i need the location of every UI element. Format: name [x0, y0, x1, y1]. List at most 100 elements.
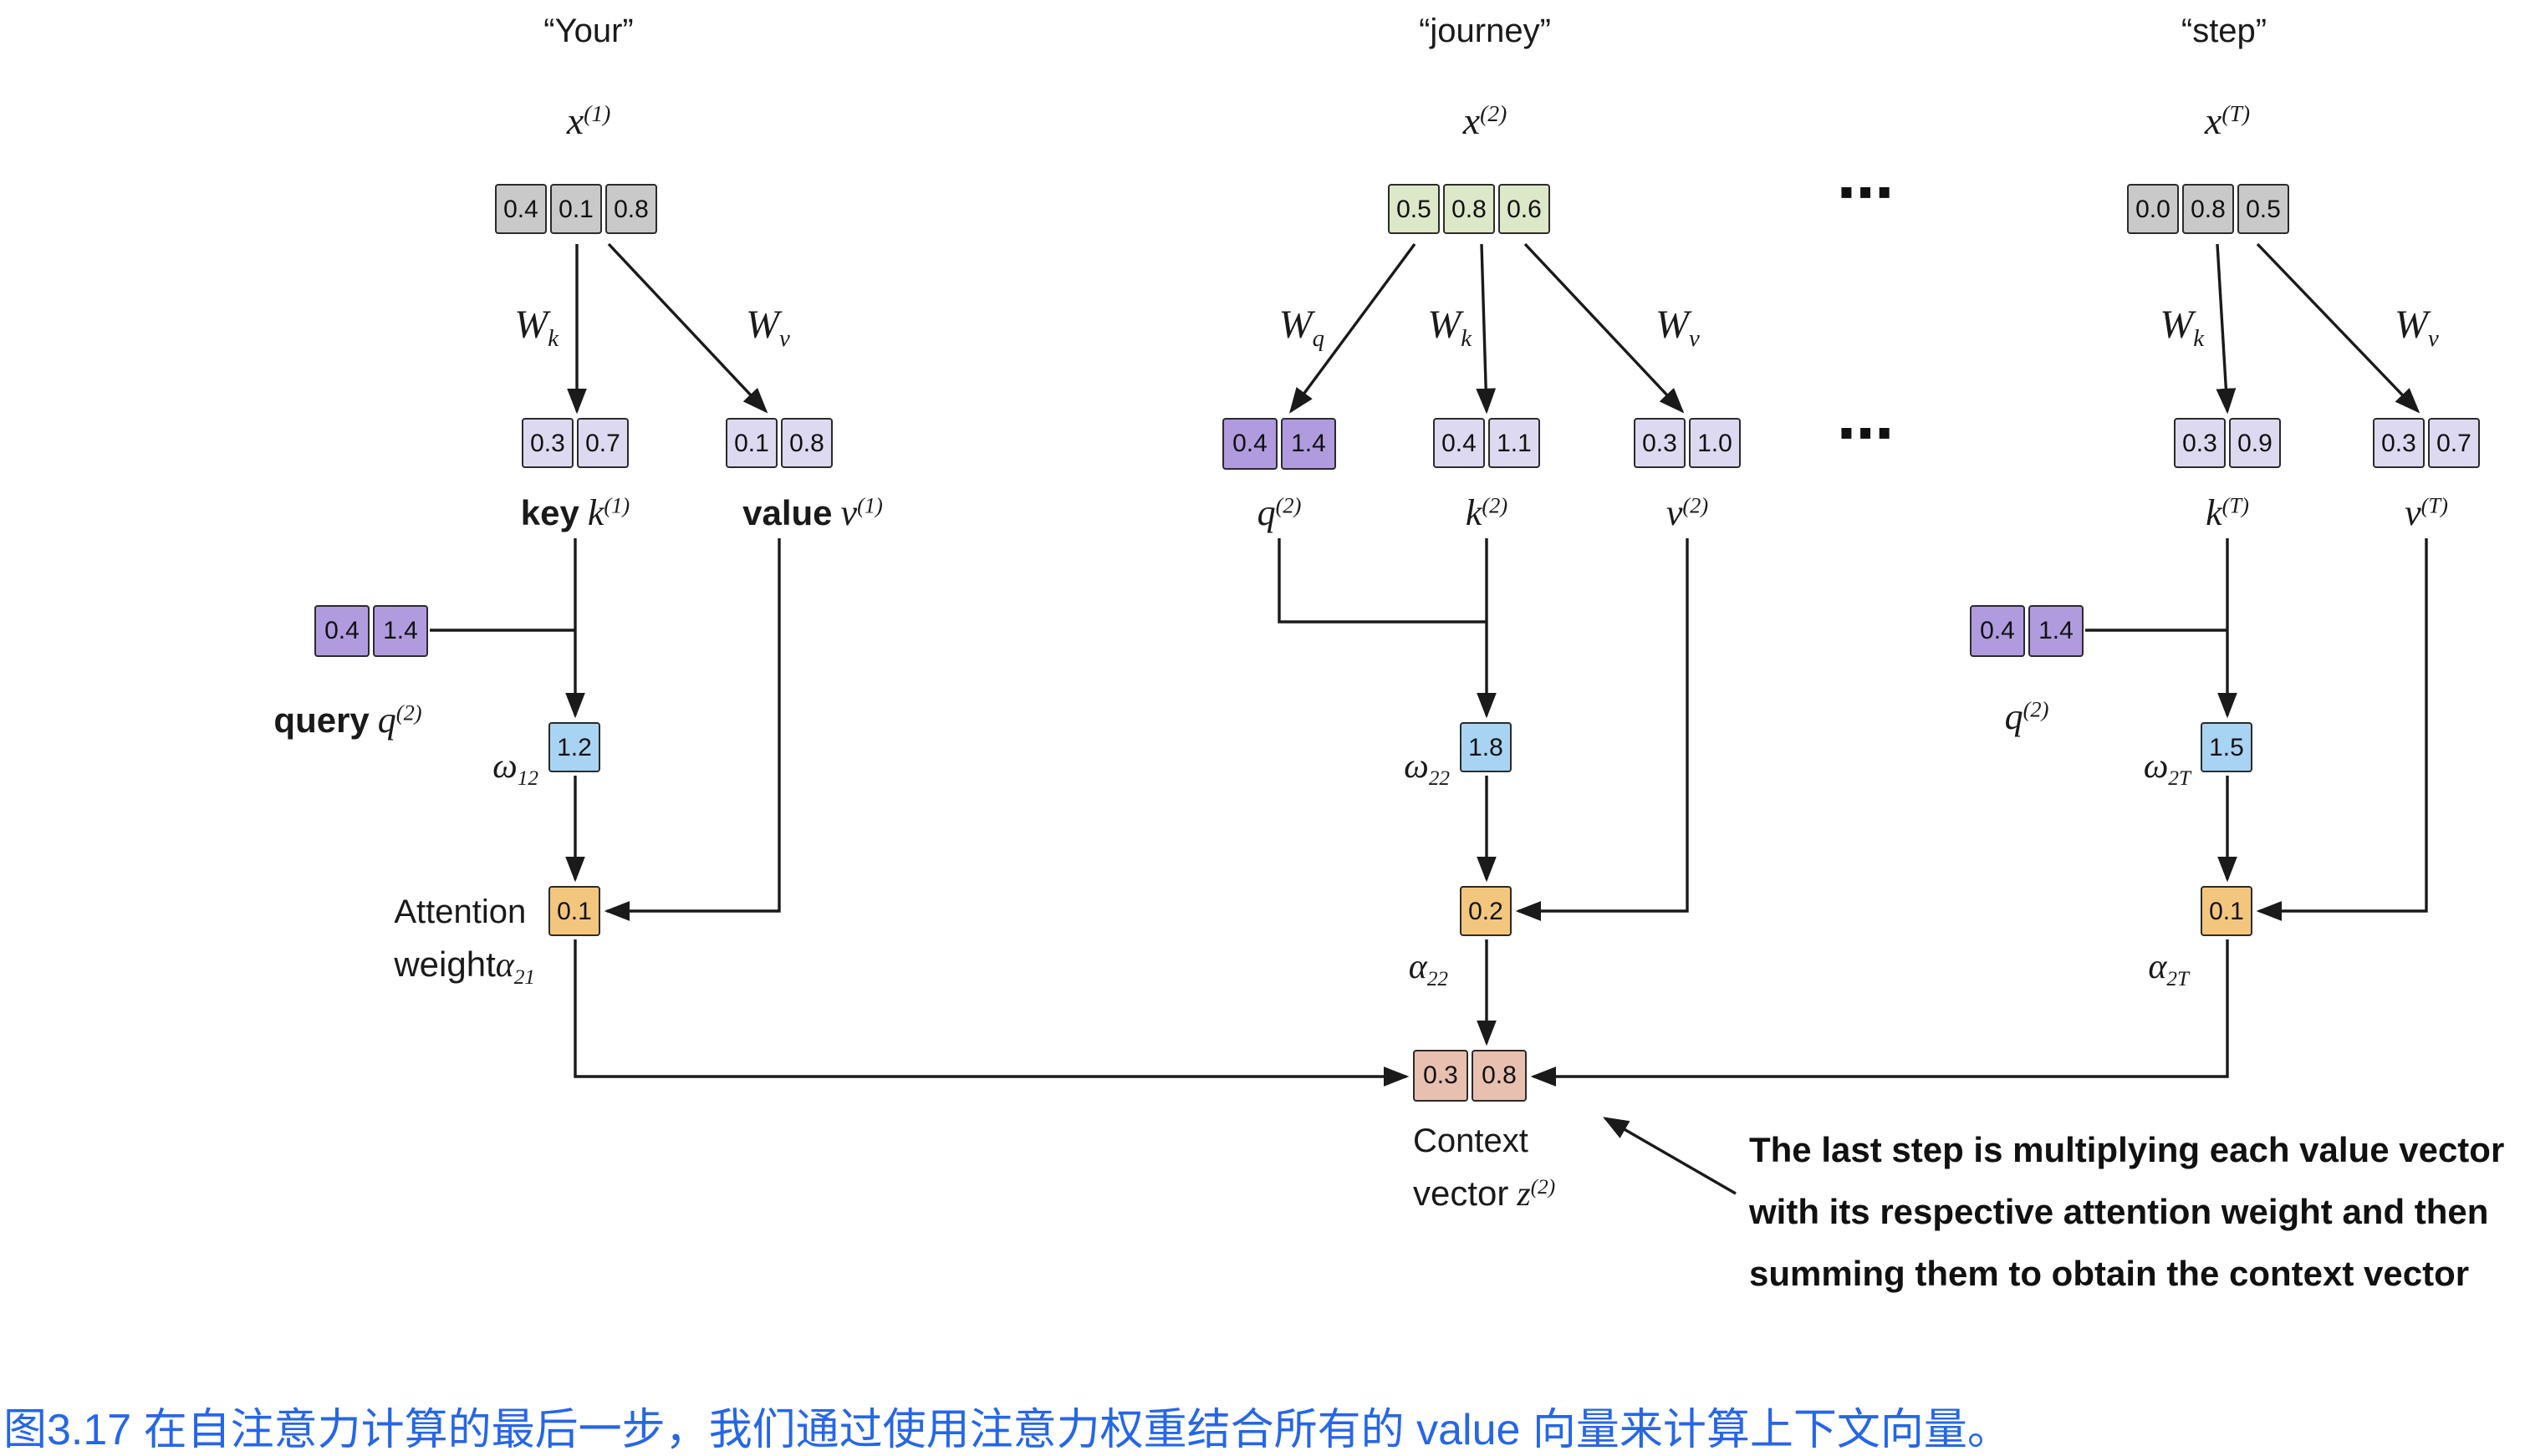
math-base: ω: [492, 746, 518, 786]
ellipsis-top: ⋯: [1837, 160, 1899, 227]
math-symbol: v(1): [841, 491, 883, 533]
omega-label-2: ω22: [1404, 746, 1450, 790]
math-base: W: [1655, 304, 1689, 348]
vector-cell: 0.1: [726, 418, 778, 468]
context-label-line1: Context: [1413, 1123, 1528, 1160]
wv-arrow-2: [1523, 242, 1685, 414]
attention-weight-line2: weightα21: [394, 939, 535, 993]
alpha-label-3: α2T: [2148, 946, 2189, 989]
vector-cell: 0.7: [577, 418, 629, 468]
alpha-to-context-1: [574, 939, 1410, 1087]
token-your: “Your”: [543, 13, 634, 50]
wk-label-2: Wk: [1427, 304, 1472, 351]
wv-label-2: Wv: [1655, 304, 1700, 351]
vector-cell: 0.5: [2237, 184, 2289, 234]
label-prefix: value: [742, 495, 833, 533]
math-sub: k: [548, 326, 559, 354]
vector-cell: 1.4: [373, 605, 428, 657]
query-label-3: q(2): [2005, 695, 2049, 739]
weight-cell: 0.1: [2201, 886, 2252, 936]
x1-label: x(1): [567, 100, 611, 144]
score-cell: 1.5: [2201, 722, 2252, 772]
alpha-weight-3: 0.1: [2201, 886, 2252, 936]
query-vector-3: 0.4 1.4: [1970, 605, 2084, 657]
math-base: W: [746, 304, 779, 348]
math-sub: k: [1461, 326, 1472, 354]
vector-cell: 0.5: [1388, 184, 1440, 234]
vector-cell: 0.4: [1970, 605, 2025, 657]
ellipsis-middle: ⋯: [1837, 401, 1899, 468]
math-base: W: [1278, 304, 1313, 348]
math-base: ω: [2143, 746, 2169, 786]
vector-cell: 0.3: [1634, 418, 1686, 468]
alpha-weight-1: 0.1: [548, 886, 600, 936]
math-base: z: [1517, 1173, 1531, 1214]
x2-label: x(2): [1463, 100, 1507, 144]
wv-label-1: Wv: [746, 304, 790, 351]
vector-cell: 1.4: [2028, 605, 2084, 657]
vector-cell: 0.0: [2127, 184, 2179, 234]
vector-cell: 0.7: [2428, 418, 2480, 468]
vector-cell: 0.4: [1222, 418, 1278, 470]
v-label-3: v(T): [2405, 491, 2448, 535]
input-vector-2: 0.5 0.8 0.6: [1388, 184, 1550, 234]
vector-cell: 0.4: [314, 605, 370, 657]
math-sup: (T): [2221, 492, 2249, 518]
math-sub: k: [2193, 326, 2204, 354]
vector-cell: 0.9: [2229, 418, 2281, 468]
vector-cell: 1.1: [1488, 418, 1540, 468]
wq-label-2: Wq: [1278, 304, 1324, 351]
label-prefix: weight: [394, 946, 496, 985]
math-base: k: [587, 491, 604, 533]
math-sub: q: [1312, 326, 1324, 354]
wv-label-3: Wv: [2395, 304, 2439, 351]
math-base: v: [2405, 491, 2421, 533]
attention-weight-label-1: Attention weightα21: [394, 888, 535, 993]
math-sub: 12: [517, 766, 538, 790]
vector-cell: 0.8: [605, 184, 657, 234]
omega-score-2: 1.8: [1460, 722, 1512, 772]
q-label-2: q(2): [1257, 491, 1302, 535]
math-base: k: [2206, 491, 2222, 533]
vector-cell: 1.0: [1689, 418, 1741, 468]
value-vector-2: 0.3 1.0: [1634, 418, 1741, 468]
vector-cell: 0.8: [781, 418, 833, 468]
query-vector-2: 0.4 1.4: [1222, 418, 1336, 470]
math-sub: 2T: [2168, 766, 2191, 790]
score-cell: 1.2: [548, 722, 600, 772]
figure-caption: 图3.17 在自注意力计算的最后一步，我们通过使用注意力权重结合所有的 valu…: [3, 1404, 2011, 1454]
v-to-alpha-1: [604, 538, 781, 921]
math-sup: (T): [2221, 100, 2251, 126]
math-sup: (2): [1482, 492, 1508, 518]
math-base: q: [377, 699, 396, 741]
math-base: W: [2160, 304, 2194, 348]
math-sup: (2): [1275, 492, 1302, 518]
label-prefix: key: [520, 495, 579, 533]
math-sup: (2): [2023, 696, 2049, 722]
math-base: k: [1465, 491, 1482, 533]
math-base: α: [495, 944, 514, 985]
v-to-alpha-2: [1515, 538, 1689, 921]
context-vector: 0.3 0.8: [1413, 1050, 1527, 1102]
math-sub: 22: [1428, 766, 1450, 790]
math-base: W: [2395, 304, 2428, 348]
math-sub: 21: [513, 965, 535, 989]
xT-label: x(T): [2205, 100, 2250, 144]
token-step: “step”: [2181, 13, 2267, 50]
annotation-line3: summing them to obtain the context vecto…: [1749, 1255, 2470, 1294]
key-vector-2: 0.4 1.1: [1433, 418, 1540, 468]
wq-arrow-2: [1288, 242, 1416, 414]
wv-arrow-3: [2256, 242, 2420, 414]
input-vector-1: 0.4 0.1 0.8: [495, 184, 657, 234]
label-prefix: vector: [1413, 1175, 1509, 1214]
vector-cell: 0.3: [522, 418, 574, 468]
math-symbol: α21: [495, 944, 535, 987]
wv-arrow-1: [607, 242, 768, 414]
math-sup: (1): [857, 492, 883, 518]
math-sub: v: [2428, 326, 2439, 354]
math-base: v: [1665, 491, 1683, 533]
